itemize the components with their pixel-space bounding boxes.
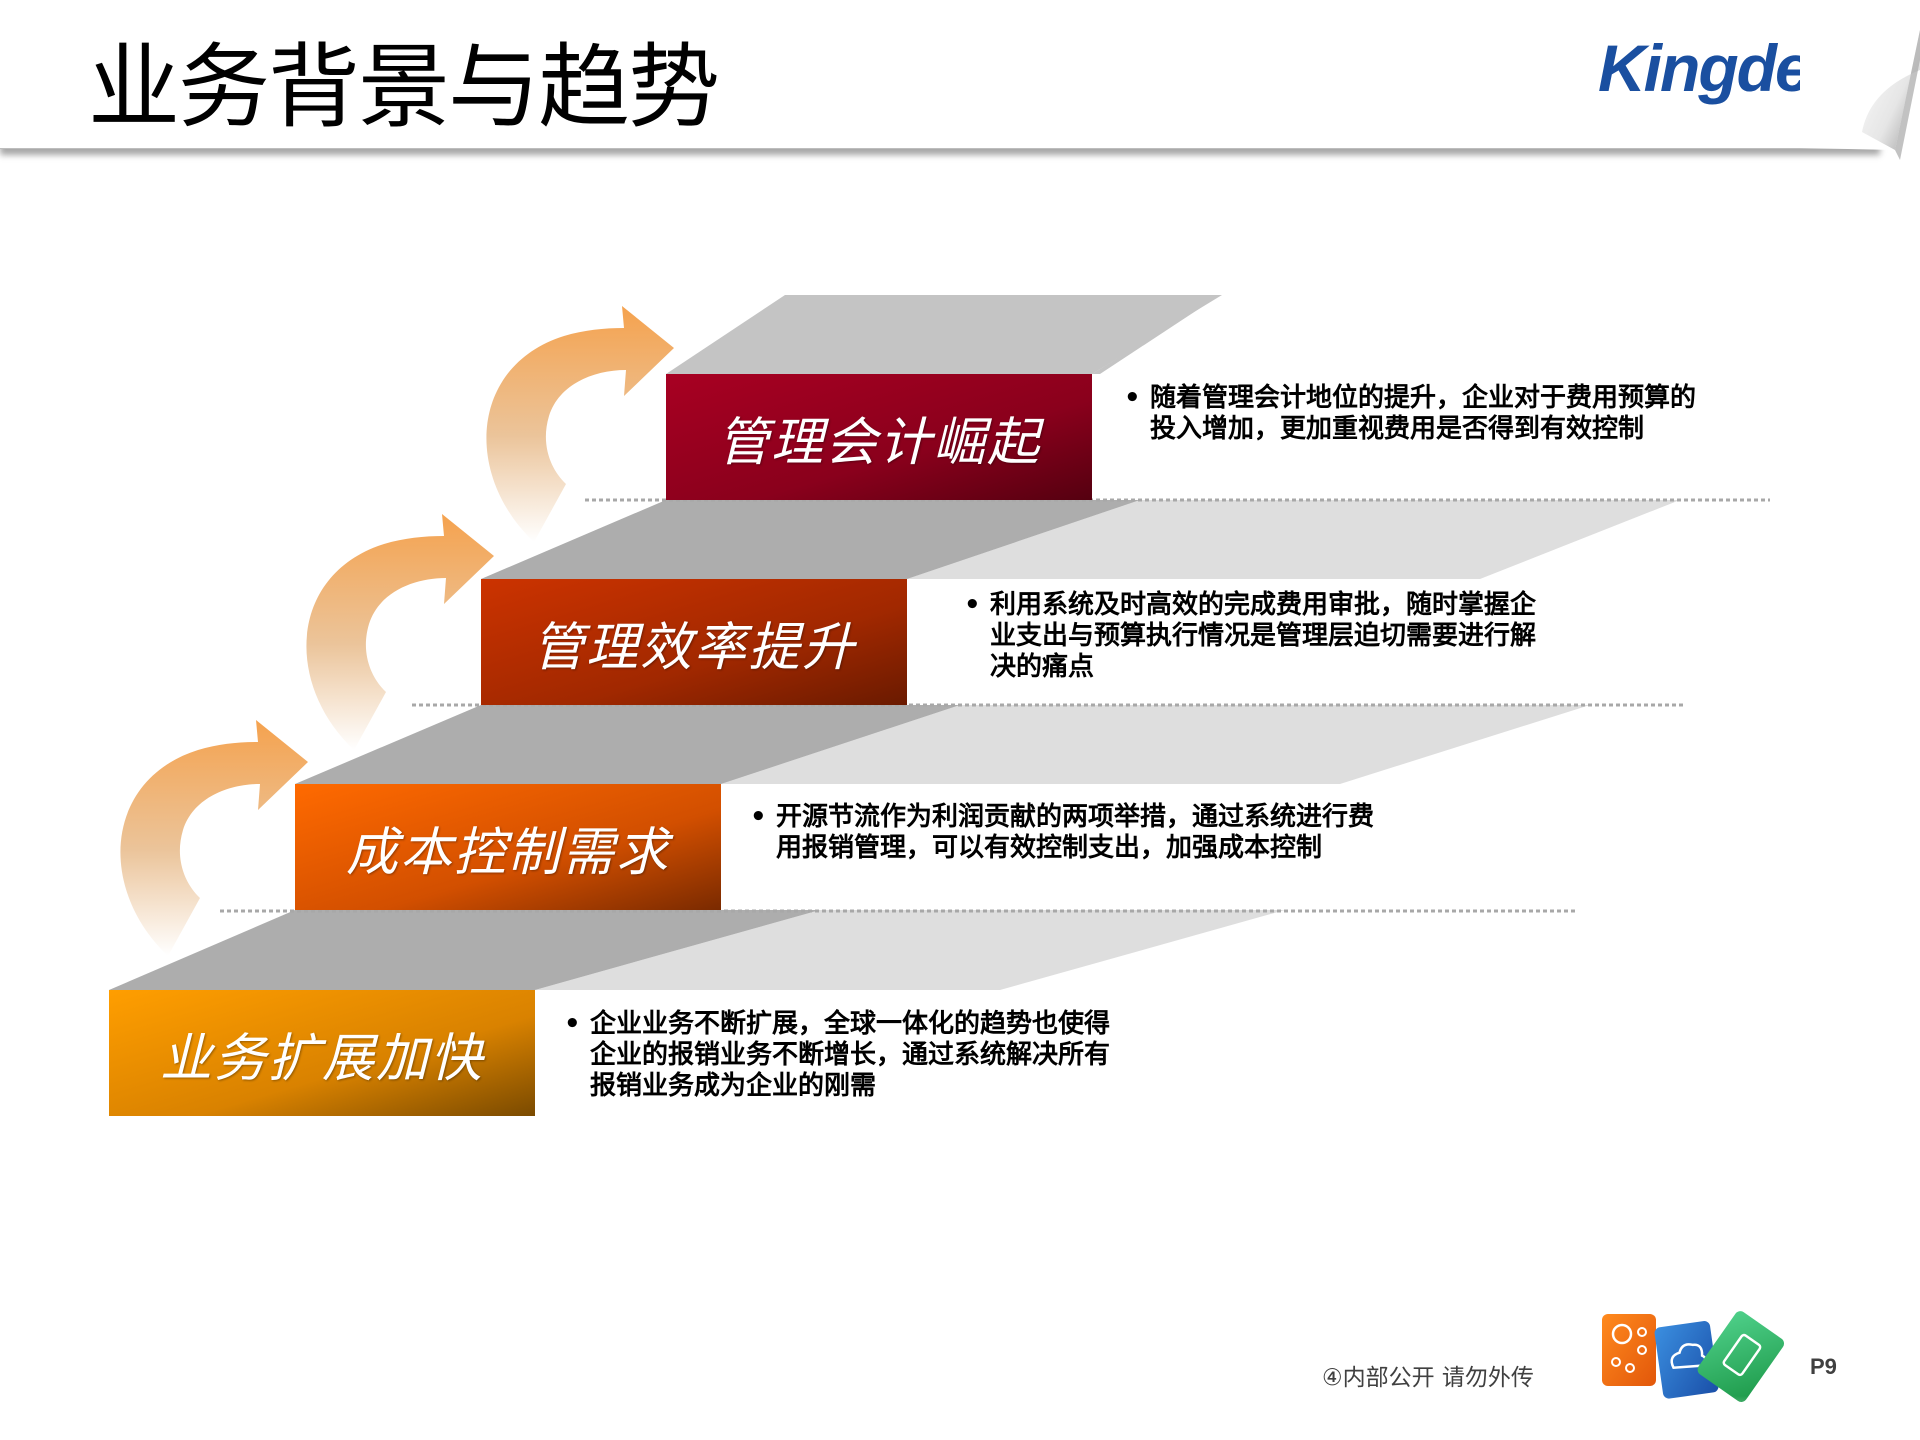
stair-tread-light-2	[721, 705, 1590, 784]
bullet-icon: •	[750, 802, 767, 832]
step-label-management-accounting: 管理会计崛起	[716, 412, 1041, 473]
desc-line: 用报销管理，可以有效控制支出，加强成本控制	[776, 833, 1323, 863]
page-title: 业务背景与趋势	[88, 34, 720, 141]
step-description-3: • 利用系统及时高效的完成费用审批，随时掌握企 业支出与预算执行情况是管理层迫切…	[964, 590, 1537, 683]
step-label-business-expansion: 业务扩展加快	[159, 1028, 484, 1089]
bullet-icon: •	[564, 1009, 581, 1039]
desc-line: 投入增加，更加重视费用是否得到有效控制	[1150, 414, 1645, 444]
step-label-cost-control: 成本控制需求	[345, 822, 670, 883]
desc-line: 企业的报销业务不断增长，通过系统解决所有	[590, 1040, 1111, 1070]
network-icon	[1602, 1314, 1656, 1386]
desc-line: 利用系统及时高效的完成费用审批，随时掌握企	[990, 590, 1537, 620]
curved-arrow-icon-1	[120, 720, 308, 956]
step-description-4: • 随着管理会计地位的提升，企业对于费用预算的 投入增加，更加重视费用是否得到有…	[1124, 383, 1697, 445]
stair-tread-1	[109, 910, 820, 990]
header-band	[0, 0, 1880, 149]
page-number: P9	[1810, 1354, 1837, 1379]
confidentiality-notice: ④内部公开 请勿外传	[1322, 1365, 1534, 1391]
desc-line: 随着管理会计地位的提升，企业对于费用预算的	[1150, 383, 1697, 413]
page-curl-decoration	[1800, 0, 1920, 160]
step-box-3	[481, 579, 907, 705]
tablet-icon	[1697, 1311, 1785, 1402]
bullet-icon: •	[964, 590, 981, 620]
step-description-2: • 开源节流作为利润贡献的两项举措，通过系统进行费 用报销管理，可以有效控制支出…	[750, 802, 1375, 864]
step-description-1: • 企业业务不断扩展，全球一体化的趋势也使得 企业的报销业务不断增长，通过系统解…	[564, 1009, 1111, 1102]
stair-tread-2	[295, 705, 960, 784]
step-label-management-efficiency: 管理效率提升	[531, 617, 856, 678]
curved-arrow-icon-2	[306, 514, 494, 750]
bullet-icon: •	[1124, 383, 1141, 413]
stair-tread-light-1	[535, 910, 1285, 990]
desc-line: 决的痛点	[990, 652, 1095, 682]
desc-line: 报销业务成为企业的刚需	[590, 1071, 877, 1101]
curved-arrow-icon-3	[486, 306, 674, 542]
product-cubes-graphic	[1590, 1311, 1790, 1436]
stair-tread-3	[481, 500, 1140, 579]
stair-tread-4	[666, 295, 1222, 374]
desc-line: 企业业务不断扩展，全球一体化的趋势也使得	[590, 1009, 1111, 1039]
step-box-4	[666, 374, 1092, 500]
step-box-1	[109, 990, 535, 1116]
desc-line: 业支出与预算执行情况是管理层迫切需要进行解	[990, 621, 1537, 651]
stair-tread-light-3	[907, 500, 1680, 579]
step-box-2	[295, 784, 721, 910]
desc-line: 开源节流作为利润贡献的两项举措，通过系统进行费	[776, 802, 1375, 832]
